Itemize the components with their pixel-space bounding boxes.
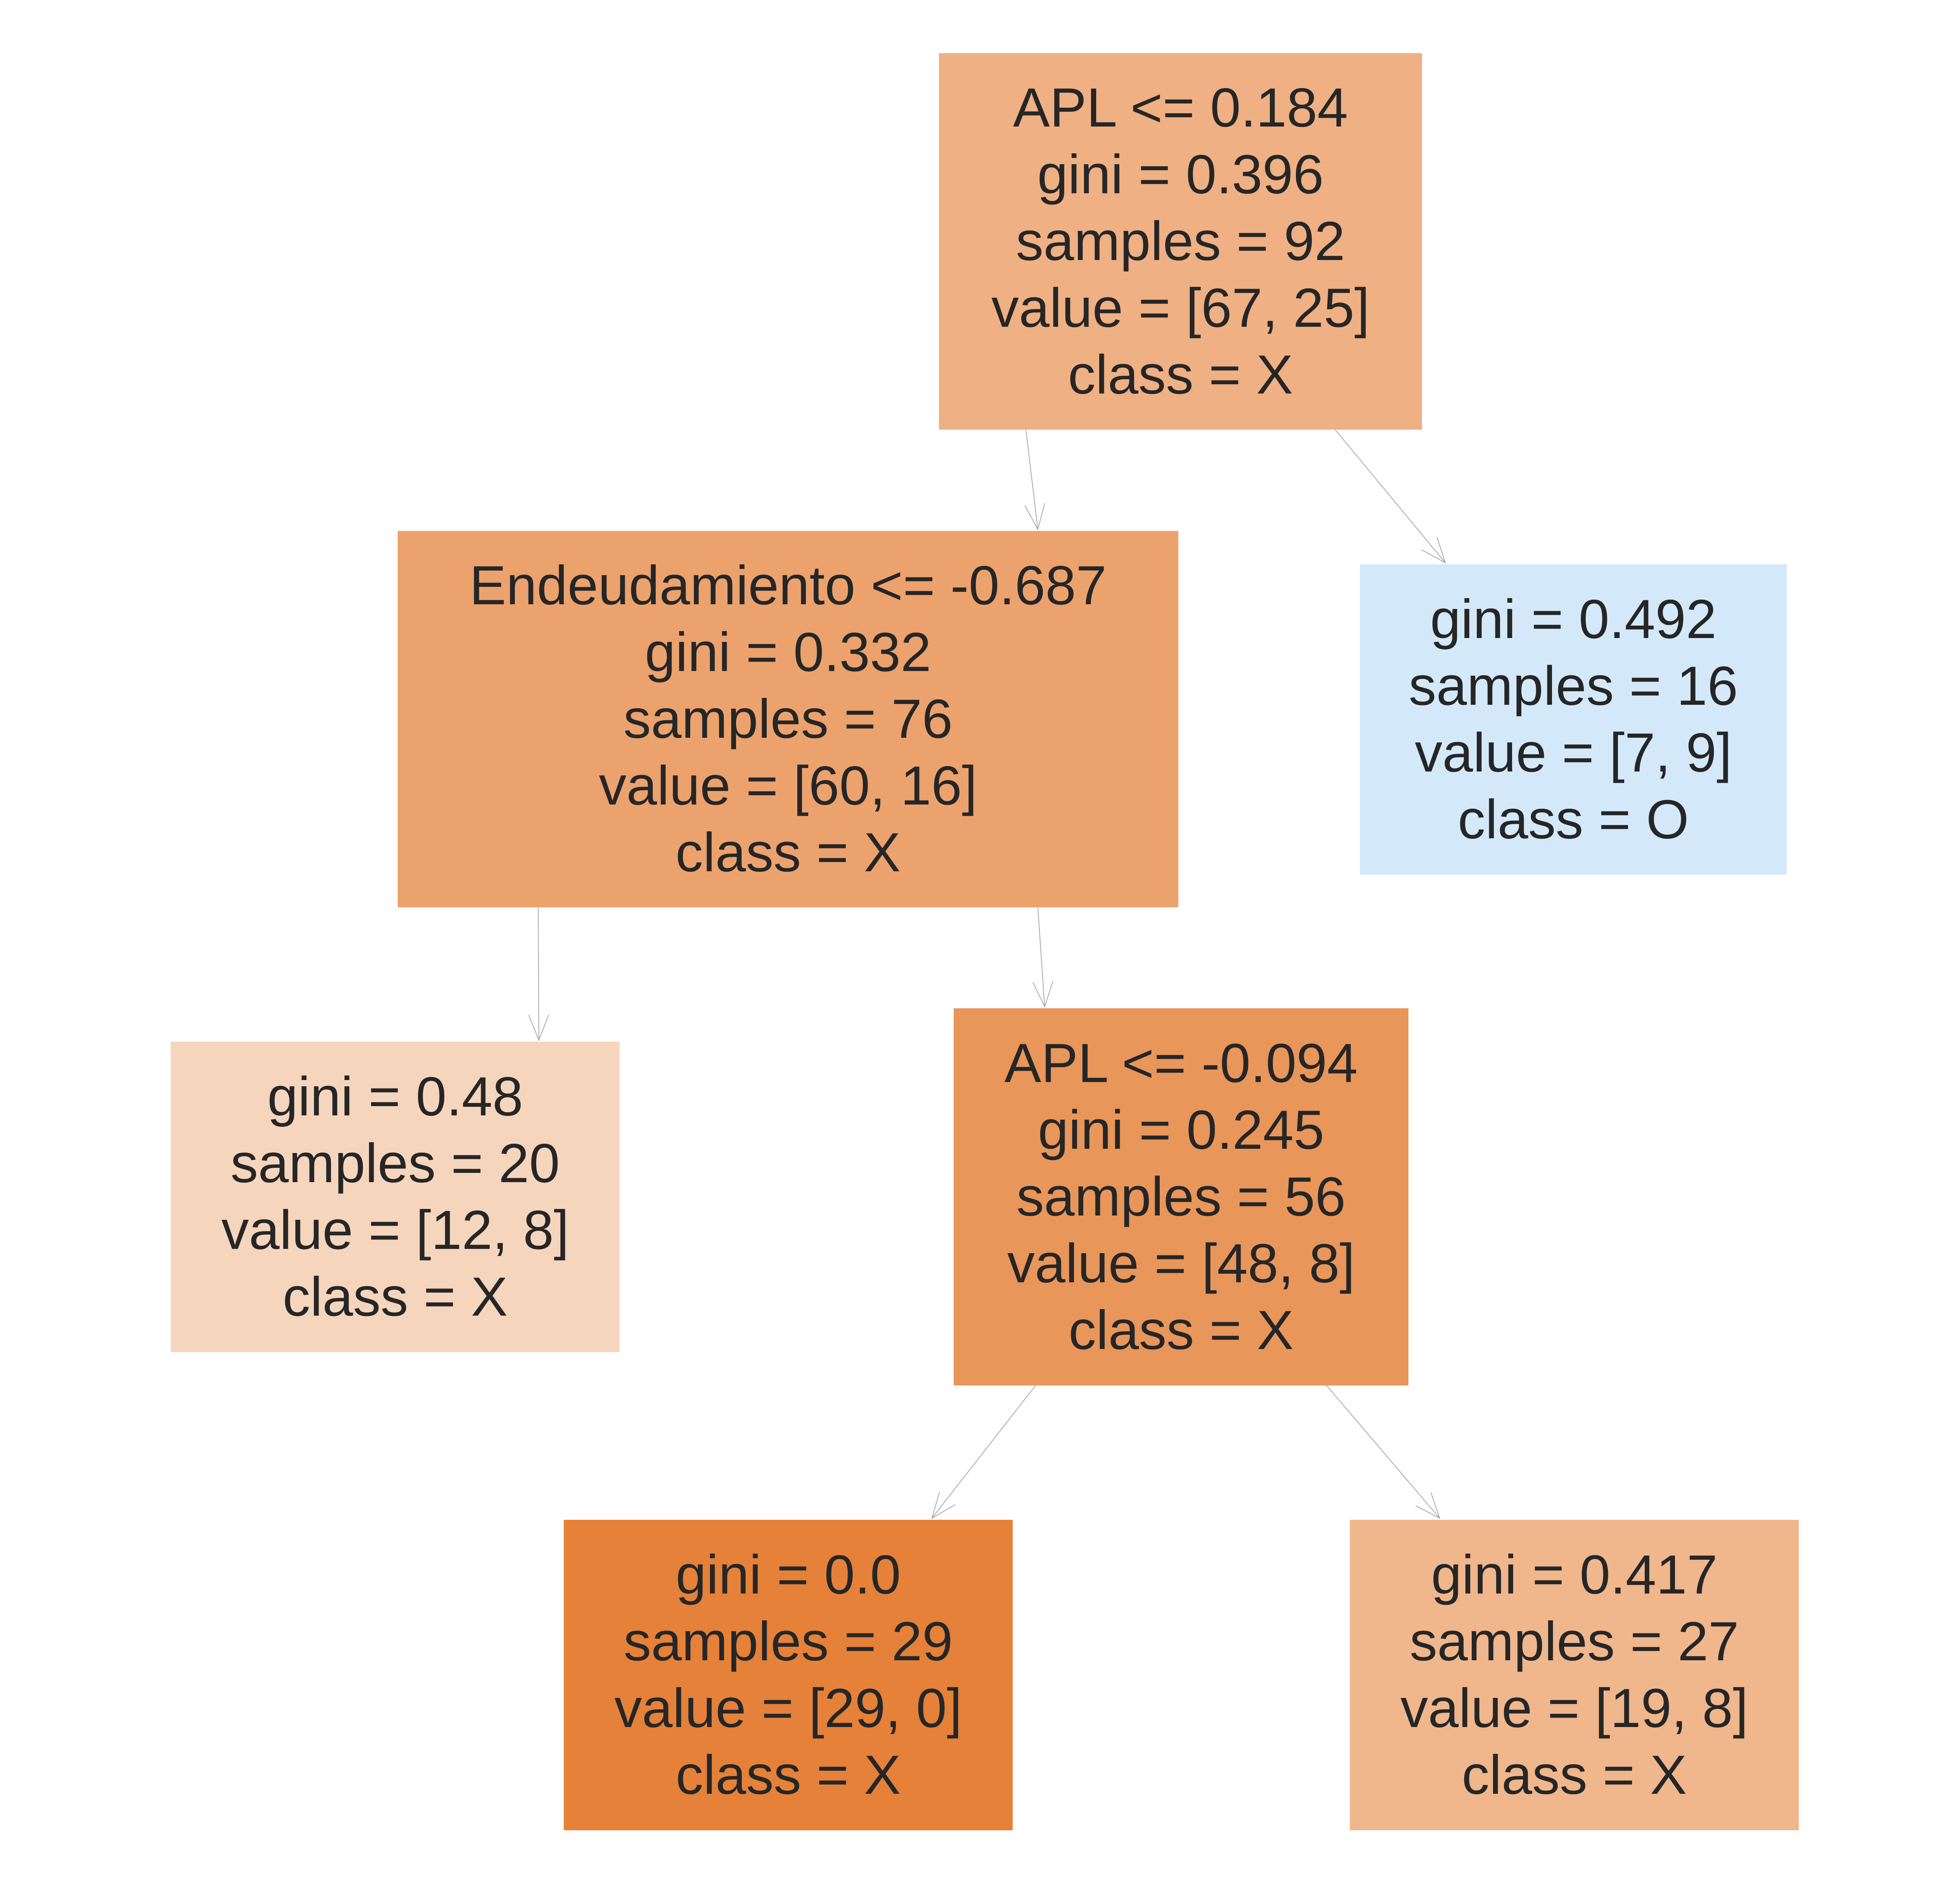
node-class-label: class = X	[282, 1266, 508, 1328]
node-gini-label: gini = 0.492	[1430, 588, 1717, 650]
tree-edge-n3-n4	[931, 1385, 1036, 1519]
node-class-label: class = X	[675, 821, 901, 883]
node-value-label: value = [48, 8]	[1007, 1232, 1355, 1294]
node-samples-label: samples = 20	[230, 1132, 560, 1195]
node-gini-label: gini = 0.417	[1431, 1544, 1718, 1606]
node-samples-label: samples = 29	[624, 1611, 953, 1673]
tree-edge-n0-n6	[1335, 429, 1446, 563]
node-class-label: class = X	[1068, 343, 1293, 406]
node-split-rule-label: APL <= 0.184	[1013, 77, 1348, 139]
node-value-label: value = [60, 16]	[599, 754, 977, 817]
node-value-label: value = [67, 25]	[991, 277, 1370, 339]
node-split-rule-label: APL <= -0.094	[1004, 1032, 1358, 1094]
node-class-label: class = X	[676, 1744, 901, 1806]
node-value-label: value = [19, 8]	[1400, 1677, 1748, 1739]
node-samples-label: samples = 92	[1016, 210, 1345, 272]
tree-edge-arrowhead	[1421, 537, 1446, 564]
node-class-label: class = X	[1068, 1299, 1294, 1361]
node-gini-label: gini = 0.48	[267, 1066, 523, 1128]
node-value-label: value = [7, 9]	[1415, 722, 1732, 784]
node-samples-label: samples = 56	[1016, 1166, 1346, 1228]
node-gini-label: gini = 0.245	[1038, 1099, 1325, 1161]
tree-edge-arrowhead	[931, 1492, 956, 1519]
node-class-label: class = O	[1458, 788, 1689, 850]
node-samples-label: samples = 76	[623, 688, 953, 750]
node-value-label: value = [29, 0]	[614, 1677, 962, 1739]
node-samples-label: samples = 16	[1408, 655, 1738, 717]
tree-edge-n0-n1	[1025, 429, 1038, 530]
tree-edge-arrowhead	[1415, 1492, 1441, 1519]
node-gini-label: gini = 0.332	[644, 621, 932, 683]
tree-edge-arrowhead	[528, 1014, 549, 1041]
node-value-label: value = [12, 8]	[221, 1199, 569, 1261]
node-split-rule-label: Endeudamiento <= -0.687	[469, 555, 1107, 617]
node-class-label: class = X	[1462, 1744, 1687, 1806]
tree-edge-n1-n2	[538, 907, 539, 1040]
tree-edge-n1-n3	[1037, 907, 1045, 1007]
tree-edge-arrowhead	[1024, 503, 1045, 531]
tree-edge-n3-n5	[1326, 1385, 1440, 1519]
tree-edge-arrowhead	[1032, 981, 1053, 1008]
node-samples-label: samples = 27	[1410, 1611, 1739, 1673]
node-gini-label: gini = 0.0	[676, 1544, 901, 1606]
node-gini-label: gini = 0.396	[1037, 144, 1324, 206]
